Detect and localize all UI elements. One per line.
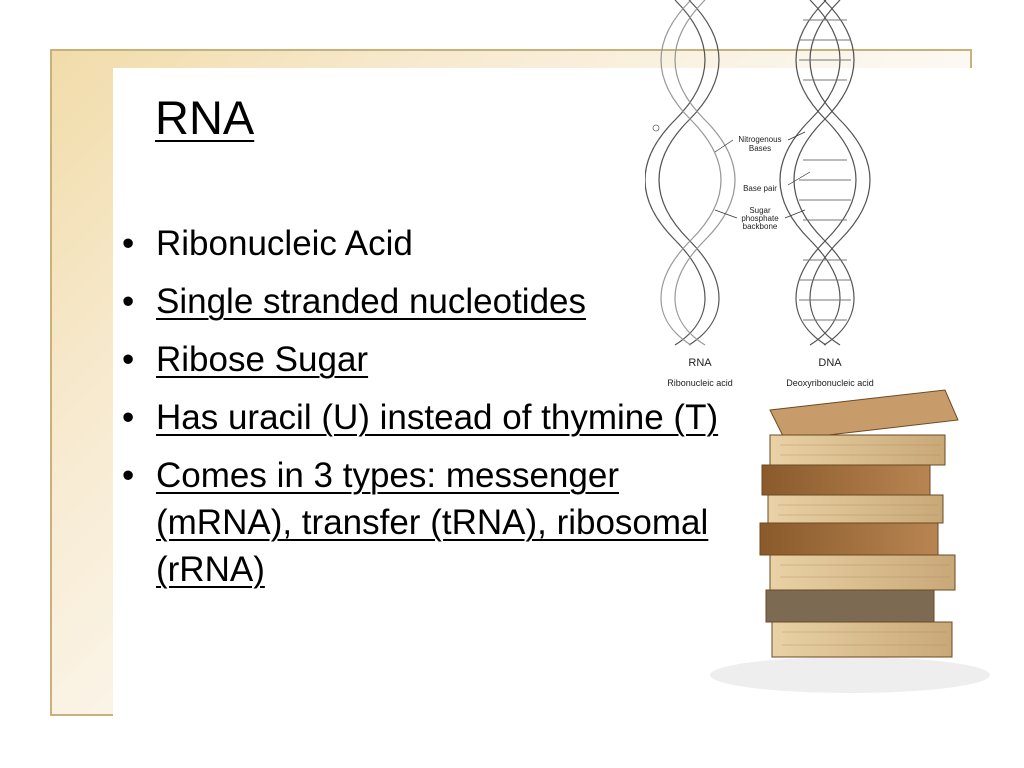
label-rna: RNA <box>688 357 712 369</box>
rna-helix-illustration <box>644 0 736 346</box>
bullet-item: Has uracil (U) instead of thymine (T) <box>120 394 720 441</box>
bullet-item: Ribonucleic Acid <box>120 220 720 267</box>
bullet-item: Comes in 3 types: messenger (mRNA), tran… <box>120 452 720 593</box>
label-base-pair: Base pair <box>743 184 777 193</box>
label-nitrogenous: Nitrogenous <box>738 135 781 144</box>
label-phosphate: phosphate <box>741 214 779 223</box>
bullet-text: Single stranded nucleotides <box>156 282 587 321</box>
slide-title: RNA <box>155 91 255 144</box>
label-dna: DNA <box>818 357 842 369</box>
bullet-text: Has uracil (U) instead of thymine (T) <box>156 398 719 437</box>
label-dna-full: Deoxyribonucleic acid <box>786 378 874 388</box>
label-rna-full: Ribonucleic acid <box>667 378 733 388</box>
dna-helix-illustration <box>779 0 871 346</box>
bullet-item: Ribose Sugar <box>120 336 720 383</box>
label-bases: Bases <box>749 144 771 153</box>
rna-dna-diagram: Nitrogenous Bases Base pair Sugar phosph… <box>644 0 895 395</box>
label-backbone: backbone <box>743 222 778 231</box>
bullet-text: Ribonucleic Acid <box>156 224 413 263</box>
label-sugar: Sugar <box>749 206 771 215</box>
bullet-text: Ribose Sugar <box>156 340 369 379</box>
bullet-item: Single stranded nucleotides <box>120 278 720 325</box>
book-stack-image <box>700 370 990 700</box>
bullet-text: Comes in 3 types: messenger (mRNA), tran… <box>156 456 709 589</box>
bullet-list: Ribonucleic Acid Single stranded nucleot… <box>120 220 720 604</box>
